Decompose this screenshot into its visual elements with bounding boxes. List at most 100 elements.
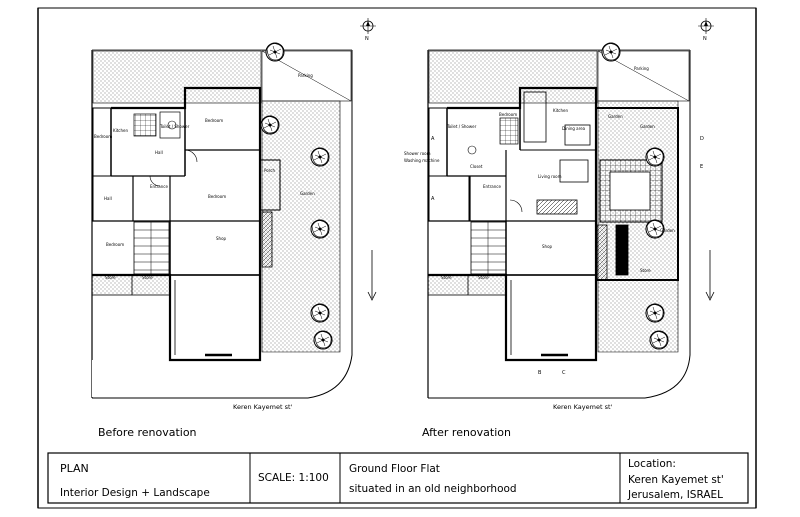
- before-section-arrow-icon: [367, 250, 377, 301]
- after-dining-table: [564, 124, 591, 146]
- after-label-shop: Shop: [542, 244, 553, 249]
- north-label-before: N: [365, 36, 369, 42]
- after-section-mark-d: D: [700, 136, 704, 142]
- after-site-curve: [644, 50, 691, 399]
- before-label-hall2: Hall: [104, 196, 112, 201]
- before-hall-room: [92, 175, 134, 222]
- after-store-row: [427, 274, 507, 296]
- before-label-parking: Parking: [298, 73, 313, 78]
- before-label-entrance: Entrance: [150, 184, 168, 189]
- after-kitchen-counter: [523, 91, 547, 143]
- before-label-store-2: Store: [142, 275, 153, 280]
- after-label-dining: Dining area: [562, 126, 586, 131]
- after-section-mark-e: E: [700, 164, 703, 170]
- after-tree-5: [649, 330, 669, 350]
- after-porch-steps: [596, 224, 608, 281]
- north-arrow-after-icon: [697, 17, 715, 35]
- title-block-project-line1: Ground Floor Flat: [349, 463, 440, 475]
- after-label-bedroom: Bedroom: [499, 112, 517, 117]
- after-label-garden-1: Garden: [608, 114, 623, 119]
- after-section-mark-a2: A: [431, 196, 435, 202]
- title-block-location-line1: Keren Kayemet st': [628, 474, 724, 486]
- after-toilet-fixture: [467, 145, 477, 155]
- before-porch: [259, 159, 281, 211]
- before-tree-6: [313, 330, 333, 350]
- caption-after: After renovation: [422, 426, 511, 439]
- after-section-mark-a1: A: [431, 136, 435, 142]
- after-stairs: [470, 221, 507, 275]
- after-door-arc: [509, 199, 523, 213]
- after-tree-1: [601, 42, 621, 62]
- before-tree-1: [265, 42, 285, 62]
- before-tree-2: [260, 115, 280, 135]
- after-label-store-3: Store: [640, 268, 651, 273]
- title-block-project-line2: situated in an old neighborhood: [349, 483, 517, 495]
- title-block: PLAN Interior Design + Landscape SCALE: …: [47, 452, 749, 504]
- before-label-shop: Shop: [216, 236, 227, 241]
- after-label-living: Living room: [538, 174, 562, 179]
- after-shop-room: [505, 274, 597, 361]
- north-label-after: N: [703, 36, 707, 42]
- after-label-toilet: Toilet / Shower: [446, 124, 477, 129]
- after-label-kitchen: Kitchen: [553, 108, 568, 113]
- before-shop-room: [169, 274, 261, 361]
- title-block-subtitle: Interior Design + Landscape: [60, 487, 210, 499]
- before-label-kitchen: Kitchen: [113, 128, 128, 133]
- before-top-yard: [92, 50, 262, 104]
- before-label-garden: Garden: [300, 191, 315, 196]
- title-block-scale: SCALE: 1:100: [258, 472, 329, 484]
- after-dining-table-outdoor: [609, 171, 651, 211]
- title-block-plan: PLAN: [60, 462, 89, 475]
- after-shower-tiles: [499, 117, 519, 145]
- after-label-parking: Parking: [634, 66, 649, 71]
- after-plan: N Parking Kitchen Dining area Bedroom To…: [404, 17, 715, 439]
- before-site-curve: [307, 50, 353, 399]
- before-porch-steps: [261, 211, 273, 268]
- after-right-garden: [597, 100, 679, 353]
- before-left-room: [92, 107, 112, 177]
- after-tree-2: [645, 147, 665, 167]
- after-label-washing: Washing machine: [404, 158, 440, 163]
- after-section-mark-b: B: [538, 370, 542, 376]
- before-stairs: [133, 221, 170, 275]
- before-toilet-box: [159, 111, 181, 139]
- title-block-location-label: Location:: [628, 458, 676, 470]
- after-label-store-1: Store: [441, 275, 452, 280]
- after-label-garden-2: Garden: [640, 124, 655, 129]
- before-label-porch: Porch: [264, 168, 275, 173]
- after-label-garden-3: Garden: [660, 228, 675, 233]
- after-bed: [536, 199, 578, 215]
- title-block-location-line2: Jerusalem, ISRAEL: [627, 489, 723, 501]
- before-label-bedroom-low: Bedroom: [106, 242, 124, 247]
- after-tree-4: [645, 303, 665, 323]
- after-label-closet: Closet: [470, 164, 483, 169]
- after-label-entrance: Entrance: [483, 184, 501, 189]
- before-label-hall: Hall: [155, 150, 163, 155]
- before-door-arc-1: [184, 149, 198, 163]
- after-section-mark-c: C: [562, 370, 566, 376]
- title-block-frame: [47, 452, 749, 504]
- before-toilet-fixture: [167, 120, 177, 130]
- before-street-label: Keren Kayemet st': [233, 403, 293, 411]
- before-tree-5: [310, 303, 330, 323]
- caption-before: Before renovation: [98, 426, 197, 439]
- before-label-bedroom-left: Bedroom: [94, 134, 112, 139]
- before-bottom-courtyard: [92, 360, 308, 397]
- north-arrow-before-icon: [359, 17, 377, 35]
- after-section-arrow-icon: [705, 250, 715, 301]
- before-label-store-1: Store: [105, 275, 116, 280]
- before-label-bedroom-main: Bedroom: [205, 118, 223, 123]
- after-label-shower: Shower room: [404, 151, 431, 156]
- before-tree-3: [310, 147, 330, 167]
- before-label-bedroom-mid: Bedroom: [208, 194, 226, 199]
- after-planter: [615, 224, 629, 276]
- after-extension: [595, 107, 679, 281]
- before-kitchen-counter: [133, 113, 157, 137]
- after-street-label: Keren Kayemet st': [553, 403, 613, 411]
- before-plan: N Parking Bedroom Bedroom Kitchen Toilet…: [91, 17, 377, 439]
- before-door-arc-2: [149, 175, 161, 187]
- before-store-row: [91, 274, 171, 296]
- before-tree-4: [310, 219, 330, 239]
- after-top-yard: [428, 50, 598, 104]
